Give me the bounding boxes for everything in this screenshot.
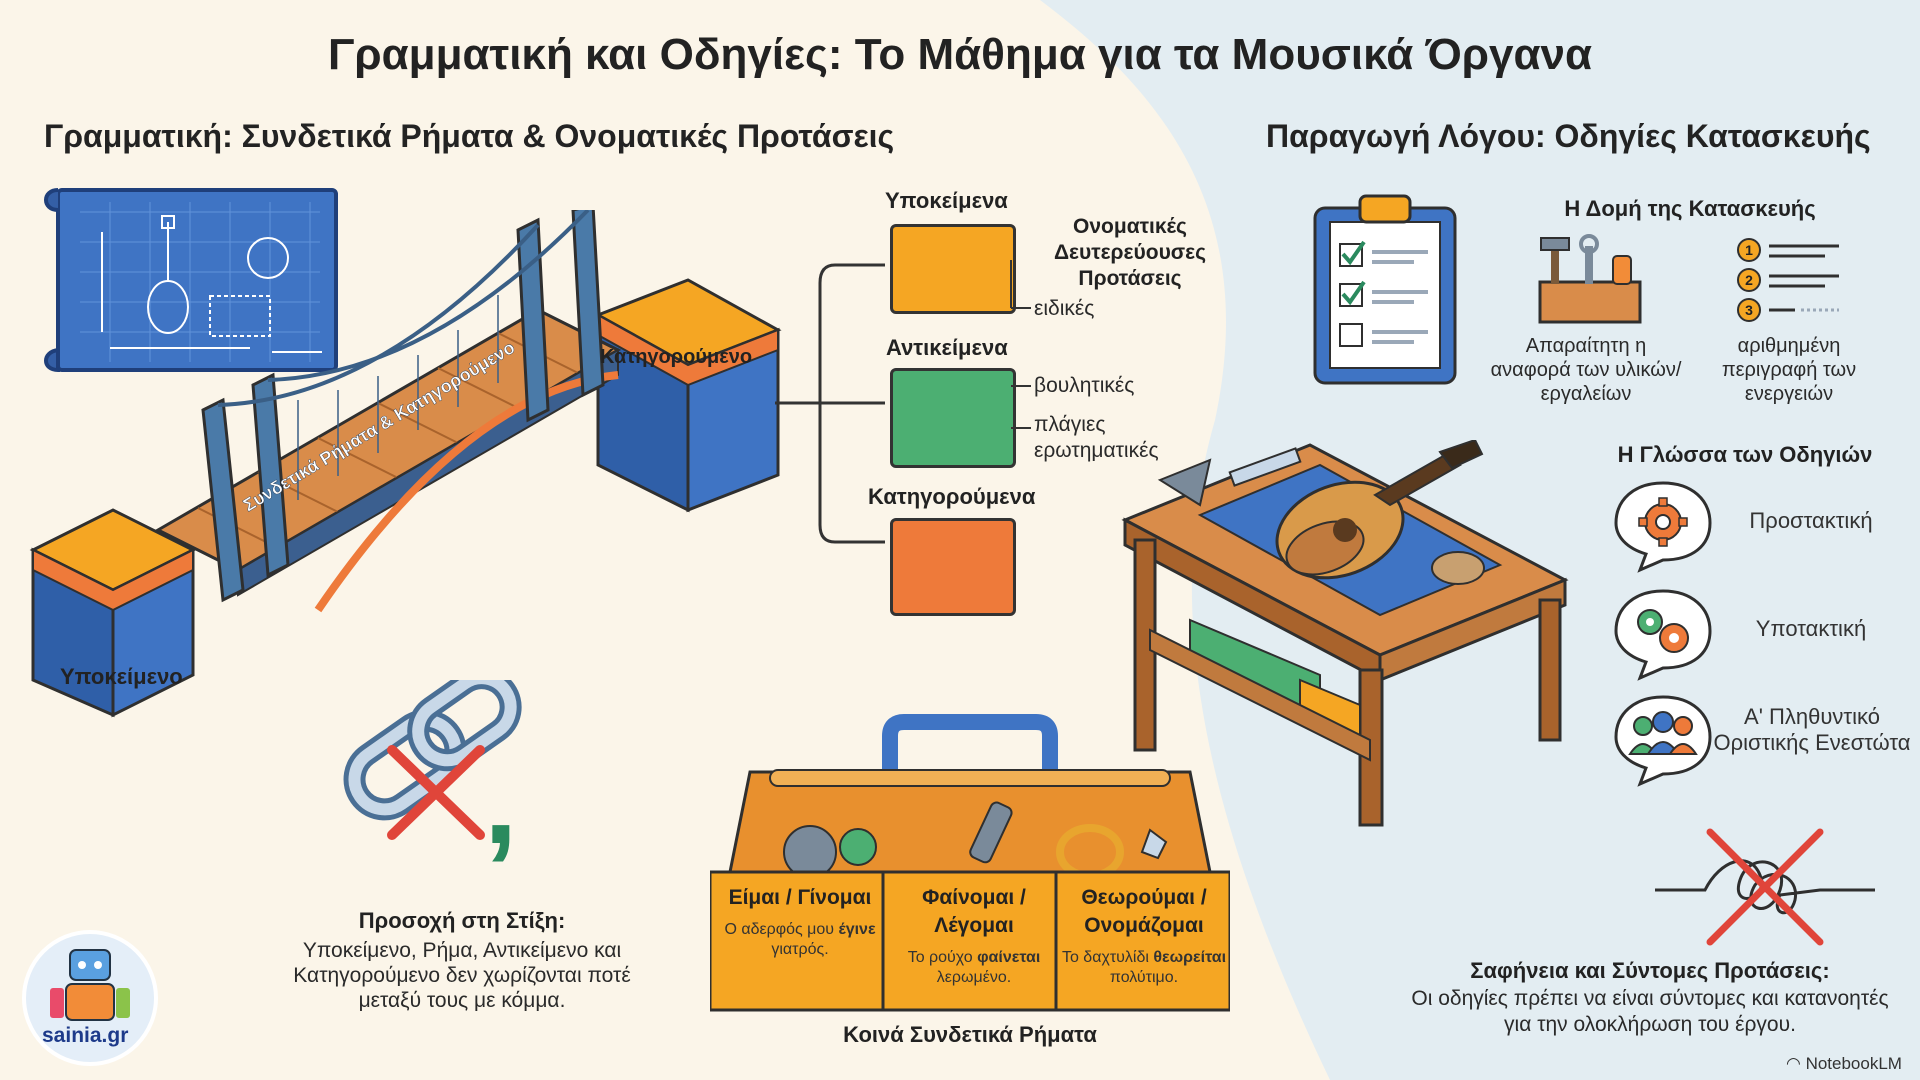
toolbox-section-example: Ο αδερφός μου έγινε γιατρός. [724,921,876,958]
logo-text: sainia.gr [42,1024,129,1047]
category-brackets [775,263,885,544]
toolbox-section-example: Το δαχτυλίδι θεωρείται πολύτιμο. [1061,949,1227,986]
volitive-clause-label: βουλητικές [1034,374,1135,397]
language-title: Η Γλώσσα των Οδηγιών [1617,442,1873,467]
grammar-heading: Γραμματική: Συνδετικά Ρήματα & Ονοματικέ… [44,118,895,154]
indirect-question-label: πλάγιες ερωτηματικές [1034,413,1159,462]
notebooklm-icon: ◠ [1786,1054,1806,1073]
subjunctive-label: Υποτακτική [1755,616,1867,641]
specific-clause-label: ειδικές [1034,297,1095,320]
gears-icon [1614,589,1712,681]
imperative-label: Προστακτική [1749,508,1873,533]
materials-label: Απαραίτητη η αναφορά των υλικών/εργαλείω… [1490,335,1682,405]
structure-title: Η Δομή της Κατασκευής [1564,196,1816,221]
toolbox-section-2: Φαίνομαι / Λέγομαι Το ρούχο φαίνεται λερ… [890,884,1058,988]
clipboard-checklist-icon [1313,194,1457,385]
punctuation-text: Υποκείμενο, Ρήμα, Αντικείμενο και Κατηγο… [293,939,631,1012]
toolbox-section-3: Θεωρούμαι / Ονομάζομαι Το δαχτυλίδι θεωρ… [1060,884,1228,988]
blueprint-illustration [44,188,338,373]
numbered-list-icon: 1 2 3 [1737,238,1839,322]
toolbox-section-title: Φαίνομαι / Λέγομαι [922,886,1026,937]
steps-label: αριθμημένη περιγραφή των ενεργειών [1721,335,1857,405]
tangled-line-icon [1655,828,1875,946]
instructions-heading: Παραγωγή Λόγου: Οδηγίες Κατασκευής [1266,118,1871,154]
objects-swatch [890,368,1016,468]
toolbox-caption: Κοινά Συνδετικά Ρήματα [843,1022,1097,1047]
toolbox-illustration [710,714,1230,1012]
step-number-1: 1 [1745,242,1753,258]
predicate-block-label: Κατηγορούμενο [600,346,753,368]
predicates-swatch [890,518,1016,616]
noun-clauses-label: Ονοματικές Δευτερεύουσες Προτάσεις [1053,215,1207,290]
subject-block-label: Υποκείμενο [60,664,183,689]
toolbox-section-1: Είμαι / Γίνομαι Ο αδερφός μου έγινε γιατ… [716,884,884,960]
clarity-title: Σαφήνεια και Σύντομες Προτάσεις: [1470,958,1830,983]
predicates-title: Κατηγορούμενα [868,484,1036,509]
clause-connectors [1010,260,1031,429]
tools-box-icon [1538,234,1642,324]
broken-chain-icon [343,680,522,840]
watermark: ◠ NotebookLM [1786,1054,1902,1073]
subjects-swatch [890,224,1016,314]
people-icon [1614,695,1712,787]
sainia-logo [22,930,158,1066]
workbench-illustration [1121,440,1569,827]
step-number-3: 3 [1745,302,1753,318]
comma-symbol: , [484,735,518,869]
subjects-title: Υποκείμενα [885,188,1008,213]
clarity-text: Οι οδηγίες πρέπει να είναι σύντομες και … [1411,987,1889,1036]
toolbox-section-title: Θεωρούμαι / Ονομάζομαι [1081,886,1207,937]
objects-title: Αντικείμενα [886,335,1008,360]
plural-indicative-label: Α' Πληθυντικό Οριστικής Ενεστώτα [1713,704,1911,755]
toolbox-section-example: Το ρούχο φαίνεται λερωμένο. [907,949,1041,986]
punctuation-title: Προσοχή στη Στίξη: [358,908,566,933]
gear-icon [1614,481,1712,573]
bridge-illustration: Συνδετικά Ρήματα & Κατηγορούμενο [29,210,782,718]
page-title: Γραμματική και Οδηγίες: Το Μάθημα για τα… [327,30,1593,79]
toolbox-section-title: Είμαι / Γίνομαι [728,886,872,909]
step-number-2: 2 [1745,272,1753,288]
